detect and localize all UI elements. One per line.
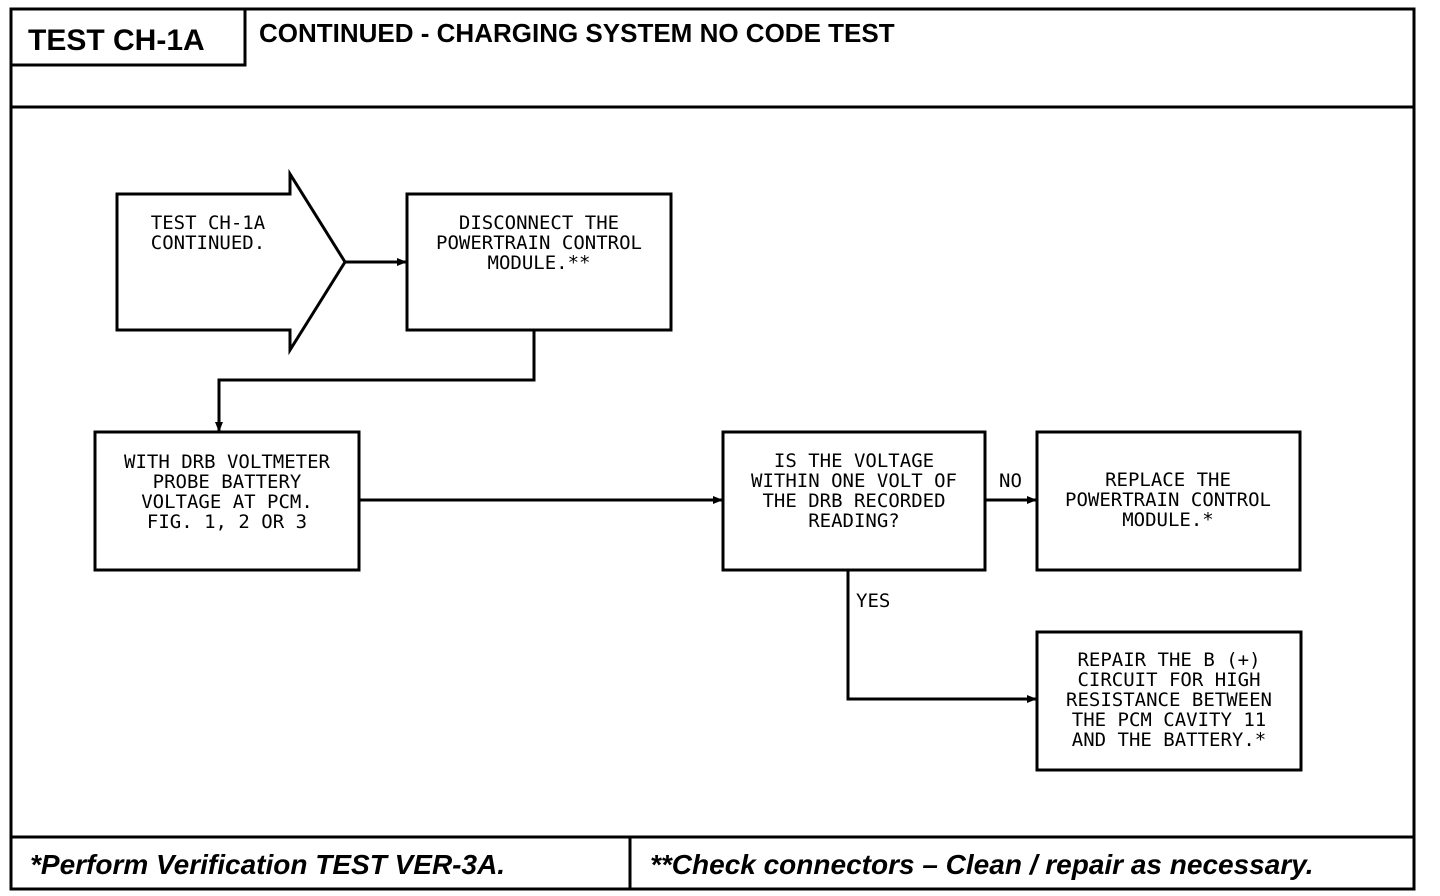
repair-node: [1035, 630, 1303, 772]
node-text-line: POWERTRAIN CONTROL: [1065, 489, 1271, 511]
footer-right-note: **Check connectors – Clean / repair as n…: [650, 849, 1314, 880]
edge-label-yes: YES: [856, 590, 890, 612]
footer-left-note: *Perform Verification TEST VER-3A.: [30, 849, 505, 880]
node-text-line: MODULE.**: [488, 252, 591, 274]
replace-node: [1035, 430, 1302, 572]
connector-disconnect-to-measure: [215, 330, 536, 432]
connector-decision-yes: [846, 570, 1037, 703]
test-id-box: [9, 7, 247, 67]
node-text-line: REPLACE THE: [1105, 469, 1231, 491]
node-text-line: CONTINUED.: [151, 232, 265, 254]
node-text-line: WITH DRB VOLTMETER: [124, 451, 330, 473]
node-text-line: READING?: [808, 510, 900, 532]
edge-label-no: NO: [999, 470, 1022, 492]
node-text-line: FIG. 1, 2 OR 3: [147, 511, 307, 533]
node-text-line: REPAIR THE B (+): [1077, 649, 1260, 671]
outer-border: [9, 7, 1416, 891]
node-text-line: CIRCUIT FOR HIGH: [1077, 669, 1260, 691]
node-text-line: WITHIN ONE VOLT OF: [751, 470, 957, 492]
node-text-line: IS THE VOLTAGE: [774, 450, 934, 472]
node-text-line: POWERTRAIN CONTROL: [436, 232, 642, 254]
node-text-line: PROBE BATTERY: [153, 471, 302, 493]
decision-node: [721, 430, 987, 572]
disconnect-node: [405, 192, 673, 332]
node-text-line: THE DRB RECORDED: [762, 490, 945, 512]
node-text-line: AND THE BATTERY.*: [1072, 729, 1266, 751]
test-id: TEST CH-1A: [28, 24, 205, 57]
node-text-line: MODULE.*: [1122, 509, 1214, 531]
page-title: CONTINUED - CHARGING SYSTEM NO CODE TEST: [259, 18, 895, 48]
node-text-line: VOLTAGE AT PCM.: [141, 491, 313, 513]
node-text-line: RESISTANCE BETWEEN: [1066, 689, 1272, 711]
start-arrow-node: [115, 168, 347, 356]
node-text-line: TEST CH-1A: [151, 212, 266, 234]
node-text-line: THE PCM CAVITY 11: [1072, 709, 1266, 731]
node-text-line: DISCONNECT THE: [459, 212, 619, 234]
